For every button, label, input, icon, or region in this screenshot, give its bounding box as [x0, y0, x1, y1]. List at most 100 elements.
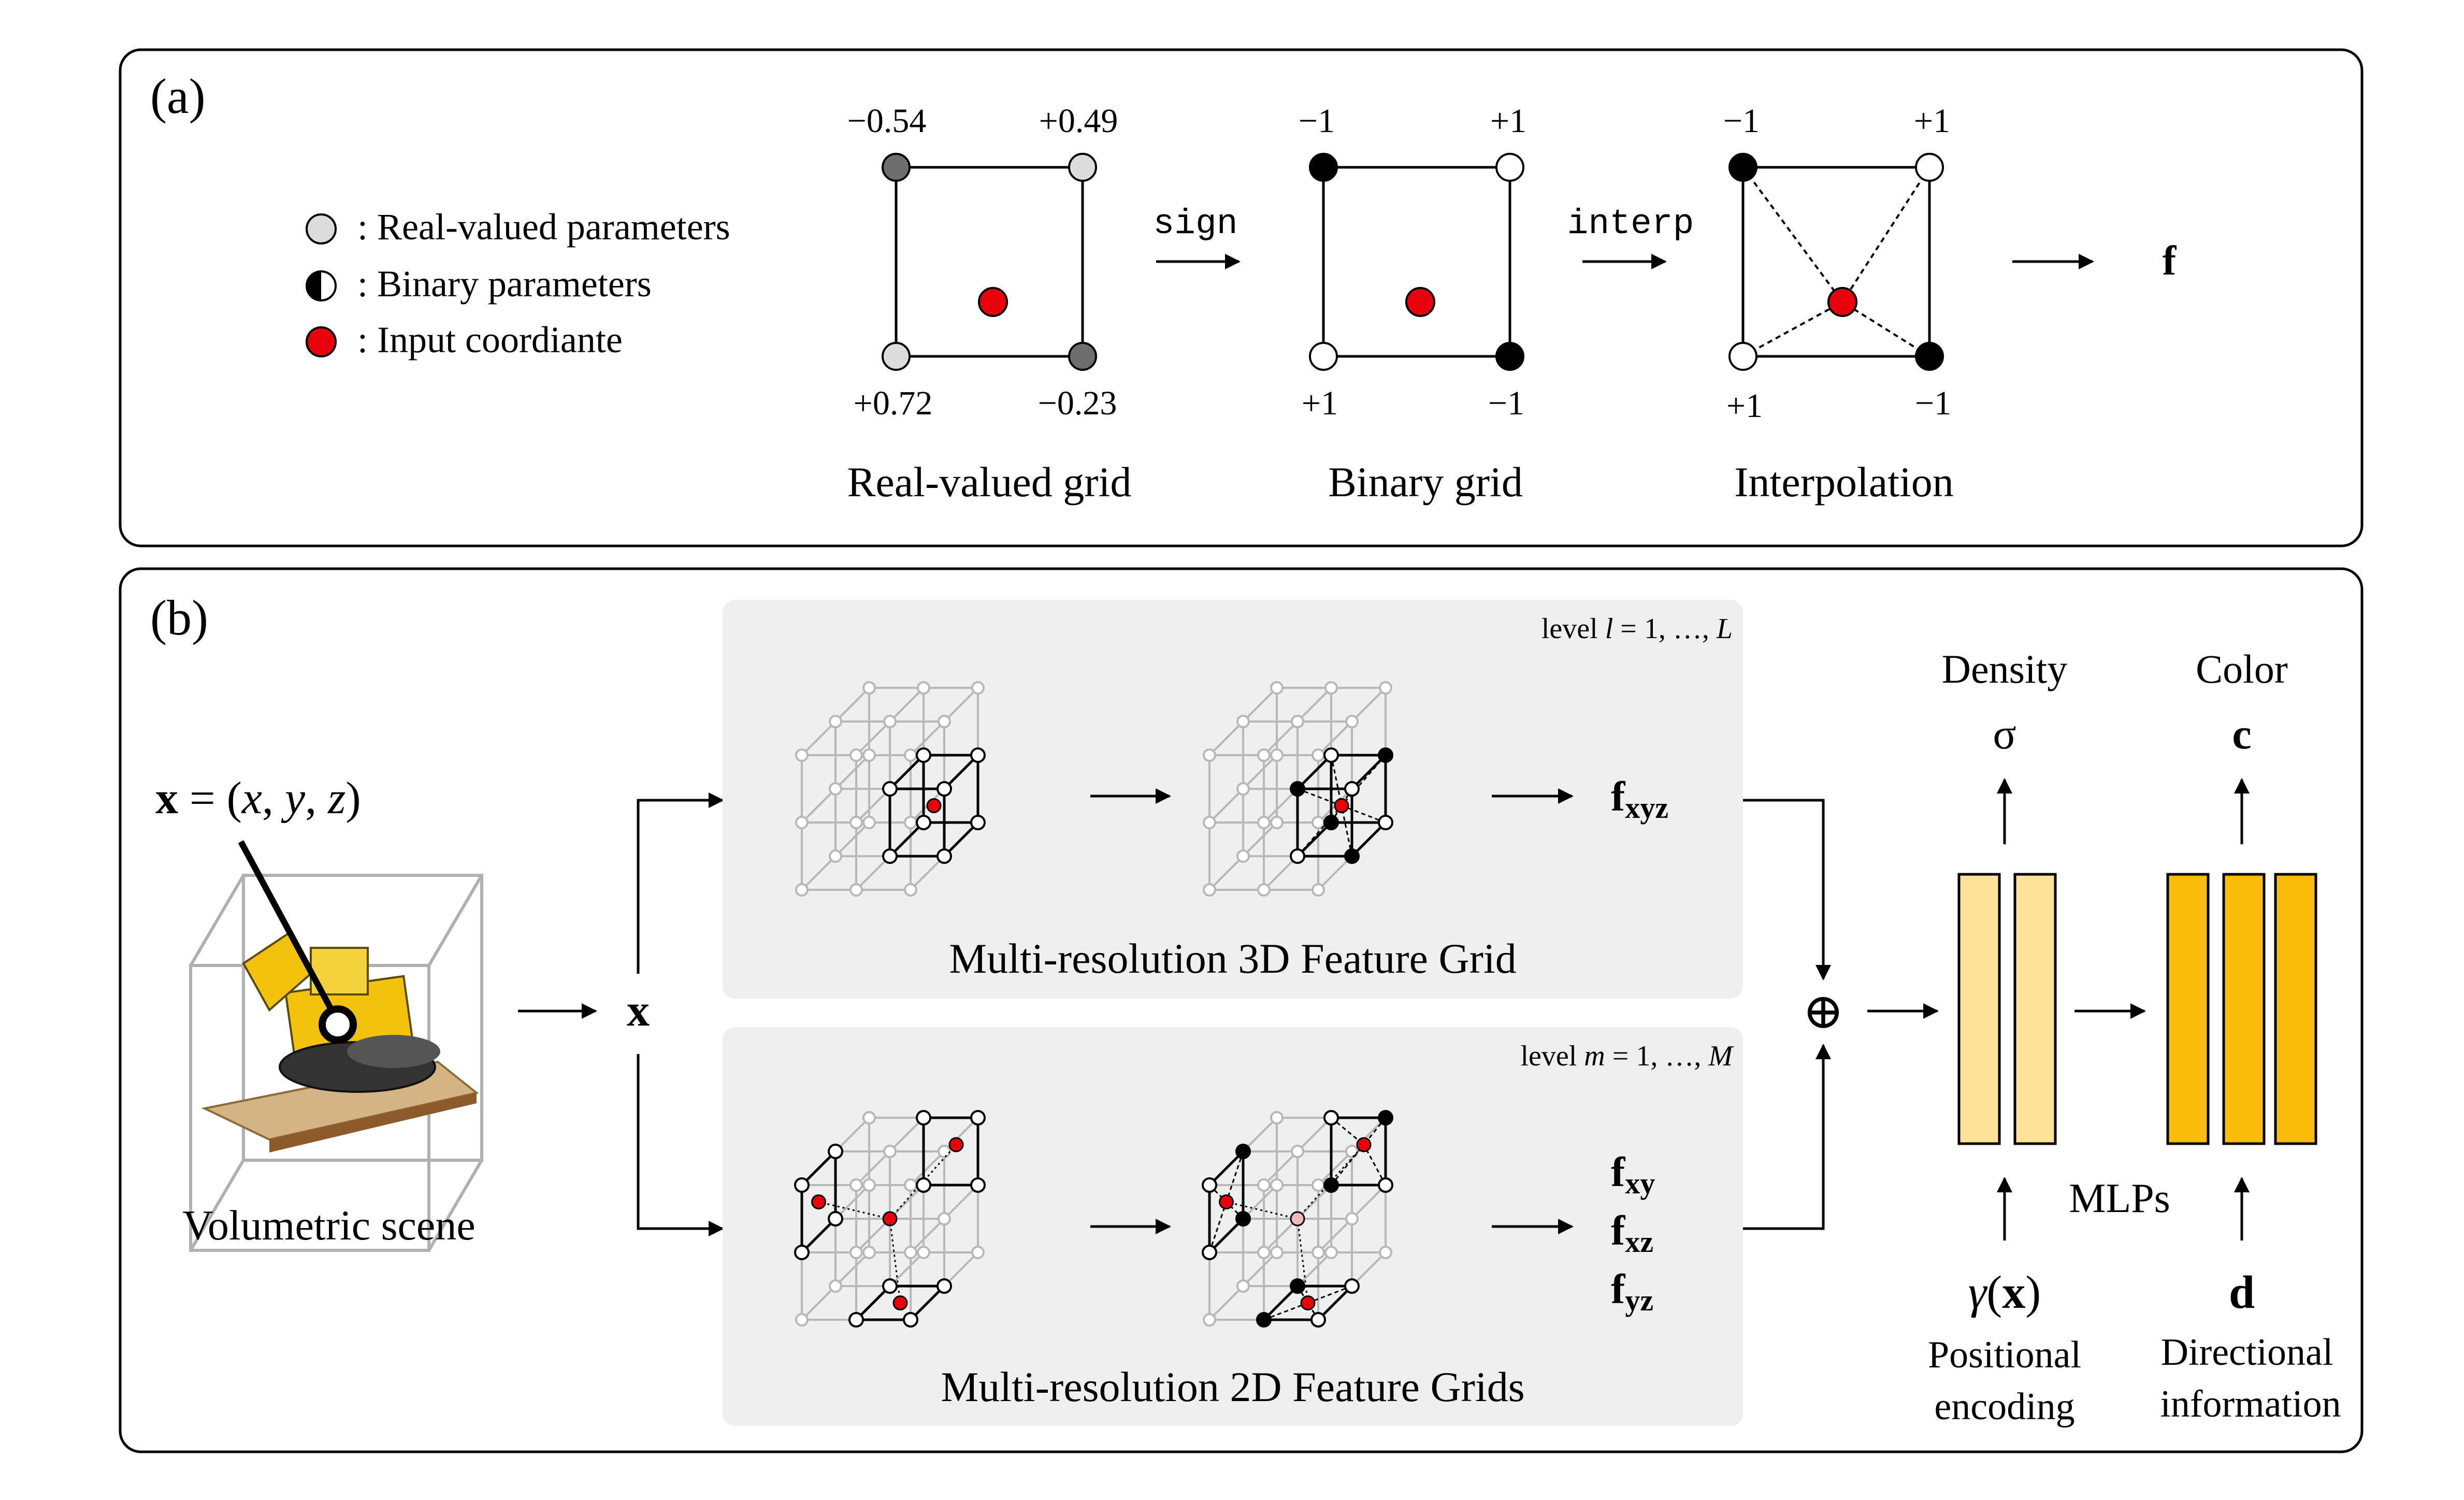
lattice-node — [904, 883, 917, 897]
legend-binary-text: : Binary parameters — [357, 263, 652, 305]
node-bottom-left — [1309, 342, 1338, 371]
cell-node — [1344, 781, 1360, 797]
panel-a-label: (a) — [150, 68, 206, 124]
value-top-right: +0.49 — [1039, 102, 1118, 140]
f-xz: fxz — [1611, 1207, 1653, 1259]
density-label: Density — [1942, 646, 2068, 691]
input-point — [1334, 798, 1349, 813]
value-top-left: −1 — [1723, 102, 1760, 140]
lattice-node — [1270, 748, 1284, 762]
lattice-node — [795, 748, 809, 762]
lattice-node — [1379, 1246, 1392, 1259]
lattice-node — [1324, 681, 1338, 695]
cell-node — [1378, 747, 1393, 763]
density-mlp-layer-2 — [2013, 873, 2057, 1145]
plane-node — [1323, 1110, 1339, 1126]
lattice-node — [795, 1313, 809, 1326]
lattice-node — [862, 1246, 876, 1259]
lattice-node — [1203, 883, 1216, 897]
cell-node — [970, 815, 986, 830]
lattice-node — [1257, 1178, 1271, 1192]
lattice-node — [1312, 1178, 1325, 1192]
value-bottom-right: −1 — [1488, 384, 1524, 422]
lattice-node — [862, 681, 876, 695]
input-point — [926, 798, 942, 813]
legend-input-text: : Input coordiante — [357, 319, 623, 360]
lattice-node — [1312, 816, 1325, 829]
cell-node — [1323, 747, 1339, 763]
branch-to-2d-arrow — [637, 1054, 724, 1236]
input-point — [1356, 1137, 1372, 1152]
lattice-node — [1345, 1212, 1359, 1225]
color-mlp-layer-3 — [2274, 873, 2317, 1145]
lattice-node — [938, 1212, 951, 1225]
legend-real-text: : Real-valued parameters — [357, 206, 730, 248]
input-point — [1827, 287, 1857, 317]
lattice-node — [1291, 1145, 1304, 1158]
lattice-node — [1324, 1246, 1338, 1259]
lattice-node — [862, 1111, 876, 1124]
value-bottom-right: −1 — [1915, 384, 1951, 422]
color-label: Color — [2196, 646, 2288, 691]
lattice-node — [938, 1145, 951, 1158]
lattice-node — [1203, 748, 1216, 762]
plane-node — [1202, 1245, 1217, 1260]
lattice-node — [862, 816, 876, 829]
value-top-left: −0.54 — [847, 102, 927, 140]
lattice-node — [1312, 1246, 1325, 1259]
lattice-node — [1291, 715, 1304, 728]
branch-to-3d-arrow — [637, 792, 724, 974]
legend-input-node-icon — [306, 326, 337, 357]
lattice-node — [1236, 782, 1250, 796]
lattice-node — [1345, 1145, 1359, 1158]
cell-node — [936, 848, 952, 864]
density-mlp-layer-1 — [1957, 873, 2001, 1145]
panel-b-frame — [119, 567, 2364, 1453]
grid2d-title: Multi-resolution 2D Feature Grids — [941, 1363, 1524, 1410]
node-bottom-right — [1495, 342, 1524, 371]
legend: : Real-valued parameters : Binary parame… — [306, 206, 730, 360]
node-bottom-right — [1068, 342, 1097, 371]
grid3d-title: Multi-resolution 3D Feature Grid — [949, 935, 1516, 982]
value-top-left: −1 — [1299, 102, 1335, 140]
lattice-node — [1345, 715, 1359, 728]
f-yz: fyz — [1611, 1265, 1653, 1317]
lattice-node — [904, 1246, 917, 1259]
cell-node — [1290, 848, 1305, 864]
real-grid-title: Real-valued grid — [847, 458, 1132, 506]
cell-node — [1378, 815, 1393, 830]
plane-node — [1290, 1278, 1305, 1294]
lattice-node — [849, 1246, 863, 1259]
lattice-node — [917, 1246, 930, 1259]
node-top-right — [1068, 153, 1097, 182]
node-top-left — [882, 153, 911, 182]
lattice-node — [971, 681, 985, 695]
binary-grid-title: Binary grid — [1328, 458, 1523, 506]
input-point — [978, 287, 1008, 317]
plane-node — [1310, 1312, 1326, 1328]
lattice-node — [1270, 1246, 1284, 1259]
value-bottom-left: +0.72 — [854, 384, 933, 422]
lattice-node — [1270, 1111, 1284, 1124]
grid2d-level: level m = 1, …, M — [1520, 1040, 1734, 1072]
lattice-node — [829, 715, 842, 728]
lattice3d-real — [795, 681, 986, 897]
sign-operator: sign — [1153, 204, 1237, 244]
color-symbol: c — [2232, 710, 2251, 758]
color-mlp-layer-1 — [2166, 873, 2210, 1145]
plane-node — [1256, 1312, 1272, 1328]
lattice-node — [1257, 748, 1271, 762]
color-mlp-layer-2 — [2222, 873, 2266, 1145]
lattice3d-binary — [1203, 681, 1393, 897]
lattice-node — [1312, 748, 1325, 762]
panel-a-frame — [119, 48, 2364, 547]
cell-node — [882, 848, 898, 864]
value-top-right: +1 — [1914, 102, 1950, 140]
center-point — [882, 1211, 898, 1227]
interpolation-grid: −1 +1 +1 −1 Interpolation — [1723, 102, 1954, 506]
plane-node — [1344, 1278, 1360, 1294]
cell-node — [936, 781, 952, 797]
plane-node — [882, 1278, 898, 1294]
plane-node — [970, 1177, 986, 1193]
cell-node — [916, 815, 931, 830]
